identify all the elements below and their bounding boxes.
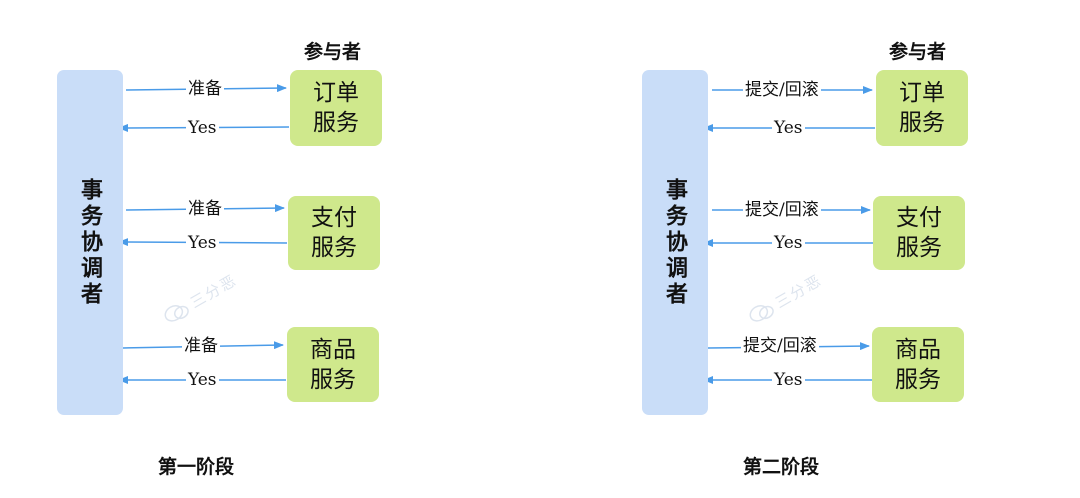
phase2-request-label-3: 提交/回滚 [741,336,819,356]
phase2-order-service: 订单 服务 [876,70,968,146]
phase2-response-label-2: Yes [772,233,805,253]
phase2-coordinator-label: 事务协调者 [662,177,688,308]
phase1-response-label-3: Yes [186,370,219,390]
phase1-request-label-2: 准备 [186,199,224,219]
phase1-request-label-1: 准备 [186,79,224,99]
phase2-title: 第二阶段 [743,456,820,478]
phase1-response-label-2: Yes [186,233,219,253]
phase1-response-label-1: Yes [186,118,219,138]
phase2-product-service: 商品 服务 [872,327,964,402]
wechat-icon [749,304,774,322]
phase1-order-service: 订单 服务 [290,70,382,146]
phase2-watermark: 三分恶 [745,269,826,328]
phase2-request-label-1: 提交/回滚 [743,80,821,100]
phase1-watermark: 三分恶 [160,269,241,328]
phase1-coordinator: 事务协调者 [57,70,123,415]
phase1-participants-label: 参与者 [304,41,362,63]
phase2-diagram: 事务协调者 参与者 订单 服务 支付 服务 商品 服务 提交/回滚 Yes 提交… [540,0,1080,498]
phase2-request-label-2: 提交/回滚 [743,200,821,220]
phase2-participants-label: 参与者 [889,41,947,63]
phase2-arrows [703,86,875,384]
phase2-response-label-1: Yes [772,118,805,138]
phase2-payment-service: 支付 服务 [873,196,965,270]
phase1-title: 第一阶段 [158,456,235,478]
phase1-request-label-3: 准备 [182,336,220,356]
phase2-coordinator: 事务协调者 [642,70,708,415]
phase1-coordinator-label: 事务协调者 [77,177,103,308]
phase2-response-label-3: Yes [772,370,805,390]
wechat-icon [164,304,189,322]
phase1-diagram: 事务协调者 参与者 订单 服务 支付 服务 商品 服务 准备 Yes 准备 Ye… [57,41,382,478]
phase1-payment-service: 支付 服务 [288,196,380,270]
phase1-product-service: 商品 服务 [287,327,379,402]
